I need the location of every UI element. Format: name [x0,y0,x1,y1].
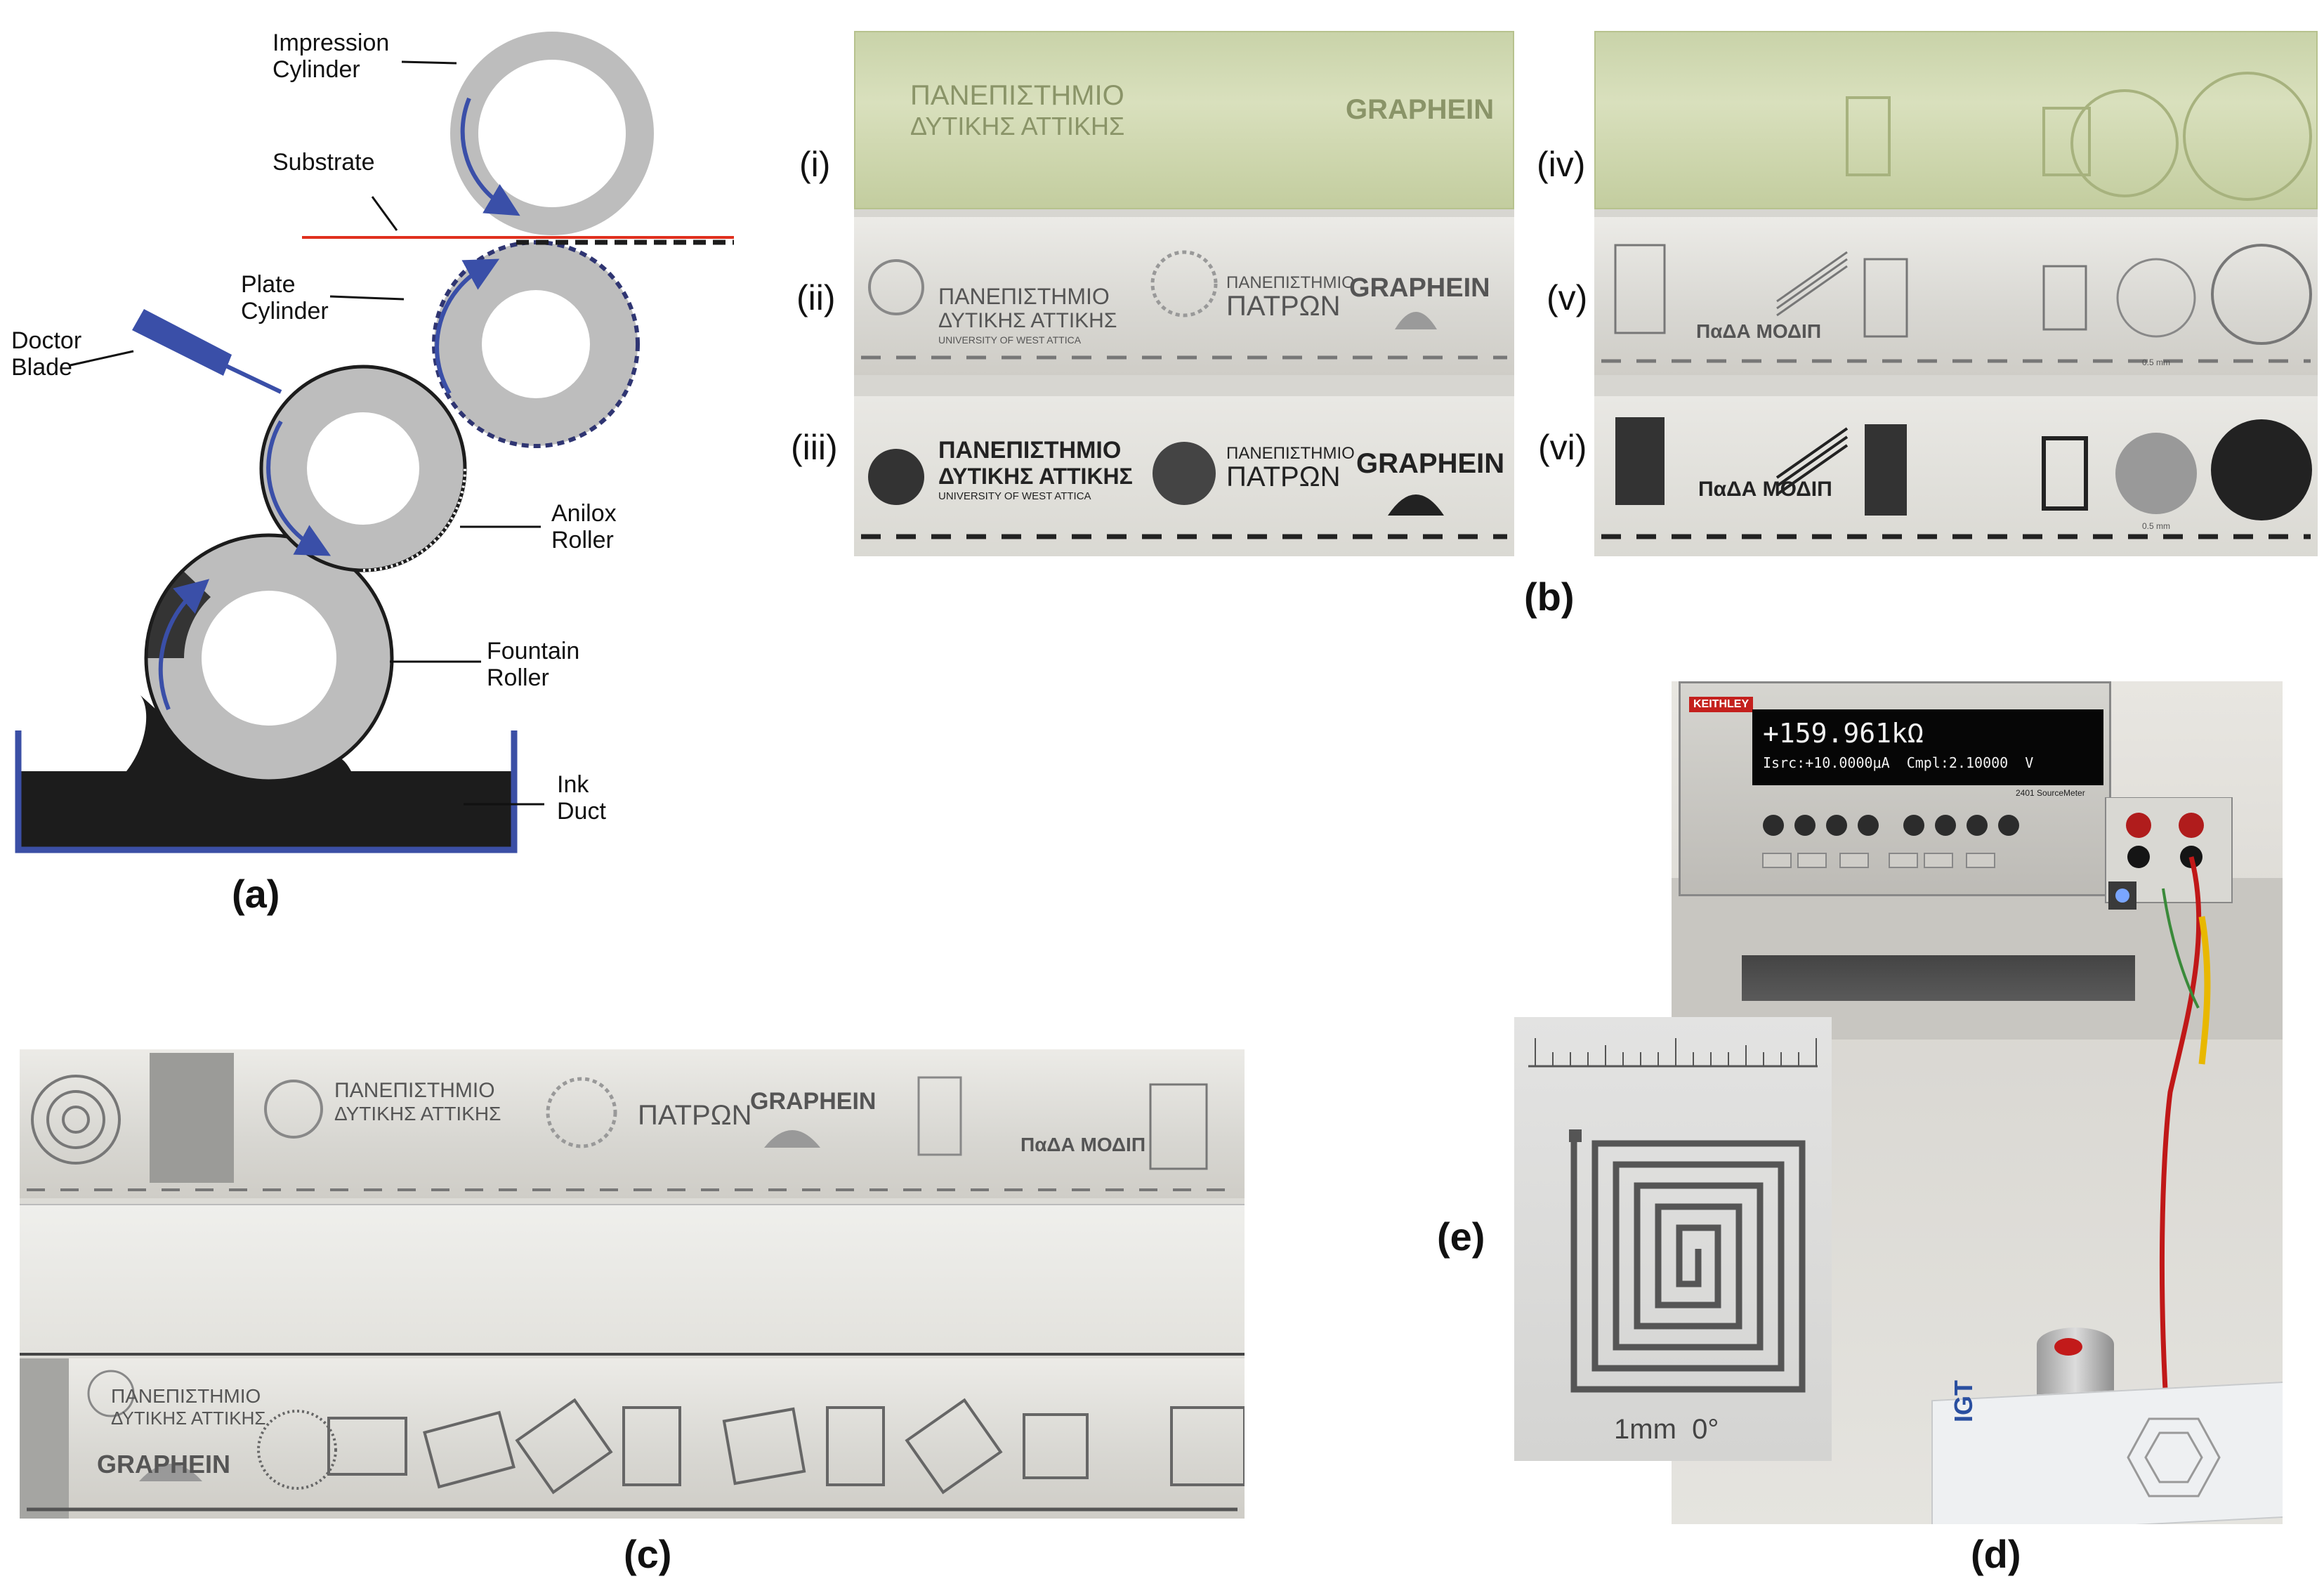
plate-logo-graphein: GRAPHEIN [1346,94,1495,125]
ii-univ-2: ΔΥΤΙΚΗΣ ΑΤΤΙΚΗΣ [938,309,1117,332]
strip-vi-marks [1601,417,2312,539]
c-graphein: GRAPHEIN [750,1088,877,1115]
strip-plate-i [854,31,1514,209]
vi-pada: ΠαΔΑ ΜΟΔΙΠ [1698,478,1832,501]
strip-print-v [1594,217,2318,375]
strip-print-vi [1594,396,2318,556]
iii-graphein: GRAPHEIN [1356,448,1505,479]
row-label-i: (i) [799,145,831,184]
tray-bar [1742,955,2135,1001]
row-label-iii: (iii) [791,428,838,467]
row-label-ii: (ii) [796,278,836,317]
fountain-roller [144,533,394,783]
strip-ii-marks [861,250,1507,360]
strip-c-top-marks [27,1053,1238,1191]
c-univ-1: ΠΑΝΕΠΙΣΤΗΜΙΟ [334,1079,495,1102]
v-scale: 0.5 mm [2142,358,2171,367]
c-patras: ΠΑΤΡΩΝ [638,1100,752,1131]
iii-patras-2: ΠΑΤΡΩΝ [1226,461,1341,492]
ii-univ-1: ΠΑΝΕΠΙΣΤΗΜΙΟ [938,284,1110,309]
photo-c: ΠΑΝΕΠΙΣΤΗΜΙΟ ΔΥΤΙΚΗΣ ΑΤΤΙΚΗΣ ΠΑΤΡΩΝ GRAP… [20,1049,1245,1519]
paper-middle [20,1204,1245,1356]
sample-spiral [2127,1417,2221,1497]
display-main-value: +159.961kΩ [1763,718,1924,749]
ii-graphein: GRAPHEIN [1349,273,1490,303]
doctor-blade [132,309,282,394]
c-univ-b2: ΔΥΤΙΚΗΣ ΑΤΤΙΚΗΣ [111,1408,266,1429]
row-label-vi: (vi) [1538,428,1587,467]
plate-logo-text: ΠΑΝΕΠΙΣΤΗΜΙΟ [910,80,1124,111]
anilox-roller [259,365,467,572]
display-sub-value: Isrc:+10.0000μA Cmpl:2.10000 V [1763,754,2034,771]
panel-label-c: (c) [624,1532,672,1576]
label-fountain-roller: Fountain Roller [487,638,580,691]
iii-univ-1: ΠΑΝΕΠΙΣΤΗΜΙΟ [938,437,1122,464]
c-pada: ΠαΔΑ ΜΟΔΙΠ [1020,1134,1146,1155]
strip-c-bottom [20,1358,1245,1519]
flexo-schematic [15,32,734,853]
photo-b-right: ΠαΔΑ ΜΟΔΙΠ 0.5 mm ΠαΔΑ ΜΟΔΙΠ 0.5 mm [1594,31,2318,556]
scale-caption: 1mm 0° [1614,1414,1719,1445]
iii-univ-2: ΔΥΤΙΚΗΣ ΑΤΤΙΚΗΣ [938,464,1133,489]
plate-cylinder [432,240,640,448]
impression-cylinder [450,32,654,235]
strip-iv-marks [1846,72,2312,201]
plate-logo-text-2: ΔΥΤΙΚΗΣ ΑΤΤΙΚΗΣ [910,112,1125,140]
panel-label-e: (e) [1437,1214,1485,1259]
sourcemeter-display [1752,709,2103,785]
label-anilox-roller: Anilox Roller [551,500,617,553]
photo-b-left: ΠΑΝΕΠΙΣΤΗΜΙΟ ΔΥΤΙΚΗΣ ΑΤΤΙΚΗΣ GRAPHEIN ΠΑ… [854,31,1514,556]
ii-patras-2: ΠΑΤΡΩΝ [1226,291,1341,322]
ii-univ-3: UNIVERSITY OF WEST ATTICA [938,334,1082,346]
iii-patras-1: ΠΑΝΕΠΙΣΤΗΜΙΟ [1226,444,1355,463]
label-plate-cylinder: Plate Cylinder [241,271,329,324]
c-univ-b1: ΠΑΝΕΠΙΣΤΗΜΙΟ [111,1385,261,1407]
sourcemeter-controls [1762,797,2233,1429]
brand-badge: KEITHLEY [1689,697,1754,712]
ruler-and-spiral [1528,1038,1818,1393]
strip-plate-iv [1594,31,2318,209]
label-substrate: Substrate [273,149,375,176]
model-label: 2401 SourceMeter [2016,788,2085,798]
photo-e: 1mm 0° [1514,1017,1832,1461]
row-label-iv: (iv) [1537,145,1586,184]
strip-print-ii [854,217,1514,375]
vi-scale: 0.5 mm [2142,521,2171,531]
igt-label: IGT [1949,1380,1978,1422]
row-label-v: (v) [1547,278,1588,317]
iii-univ-3: UNIVERSITY OF WEST ATTICA [938,490,1091,502]
ii-patras-1: ΠΑΝΕΠΙΣΤΗΜΙΟ [1226,273,1355,292]
label-doctor-blade: Doctor Blade [11,327,82,381]
strip-c-bottom-marks [20,1358,1245,1519]
strip-v-marks [1601,244,2312,363]
panel-label-a: (a) [232,872,280,916]
label-ink-duct: Ink Duct [557,771,606,825]
strip-iii-marks [861,442,1507,539]
label-impression-cylinder: Impression Cylinder [273,29,390,83]
c-univ-2: ΔΥΤΙΚΗΣ ΑΤΤΙΚΗΣ [334,1103,501,1125]
probe-cap [2054,1338,2082,1356]
c-graphein-b: GRAPHEIN [97,1450,231,1479]
v-pada: ΠαΔΑ ΜΟΔΙΠ [1696,320,1822,342]
panel-label-d: (d) [1971,1532,2021,1576]
panel-label-b: (b) [1524,575,1575,619]
